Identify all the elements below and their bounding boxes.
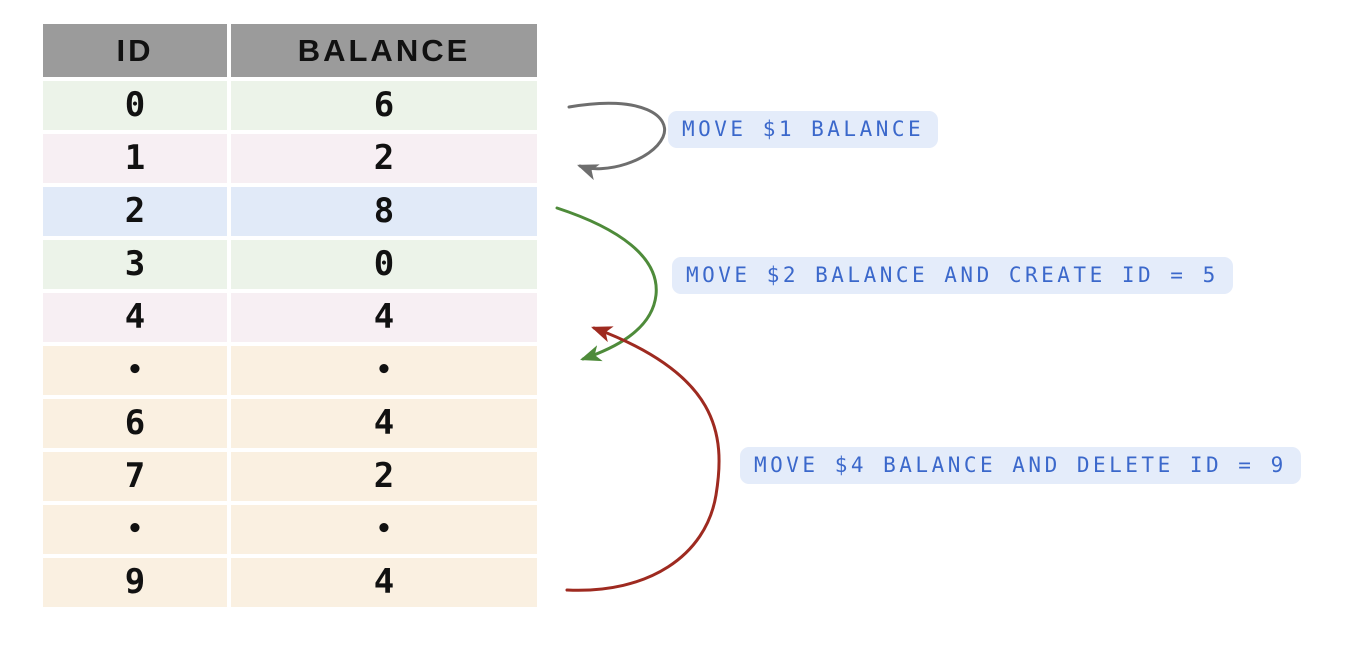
table-cell-balance-row-7: 2 (231, 452, 537, 501)
table-cell-id-row-6: 6 (43, 399, 227, 448)
table-cell-balance-row-8: • (231, 505, 537, 554)
table-cell-balance-row-0: 6 (231, 81, 537, 130)
annotation-move-1-balance: MOVE $1 BALANCE (668, 111, 939, 148)
table-cell-id-row-7: 7 (43, 452, 227, 501)
table-cell-id-row-1: 1 (43, 134, 227, 183)
arrow-move-1-balance (567, 101, 666, 181)
column-header-id: ID (43, 24, 227, 77)
table-cell-balance-row-4: 4 (231, 293, 537, 342)
table-cell-balance-row-6: 4 (231, 399, 537, 448)
table-cell-id-row-0: 0 (43, 81, 227, 130)
table-cell-balance-row-1: 2 (231, 134, 537, 183)
arrow-move-4-balance (565, 326, 721, 592)
table-cell-id-row-9: 9 (43, 558, 227, 607)
table-cell-balance-row-2: 8 (231, 187, 537, 236)
table-cell-balance-row-3: 0 (231, 240, 537, 289)
table-cell-id-row-4: 4 (43, 293, 227, 342)
table-cell-id-row-3: 3 (43, 240, 227, 289)
table-cell-id-row-5: • (43, 346, 227, 395)
annotation-move-4-balance: MOVE $4 BALANCE AND DELETE ID = 9 (740, 447, 1301, 484)
table-cell-id-row-2: 2 (43, 187, 227, 236)
annotation-move-2-balance: MOVE $2 BALANCE AND CREATE ID = 5 (672, 257, 1233, 294)
table-cell-balance-row-9: 4 (231, 558, 537, 607)
column-header-balance: BALANCE (231, 24, 537, 77)
table-cell-id-row-8: • (43, 505, 227, 554)
arrow-move-2-balance (555, 206, 658, 362)
table-cell-balance-row-5: • (231, 346, 537, 395)
